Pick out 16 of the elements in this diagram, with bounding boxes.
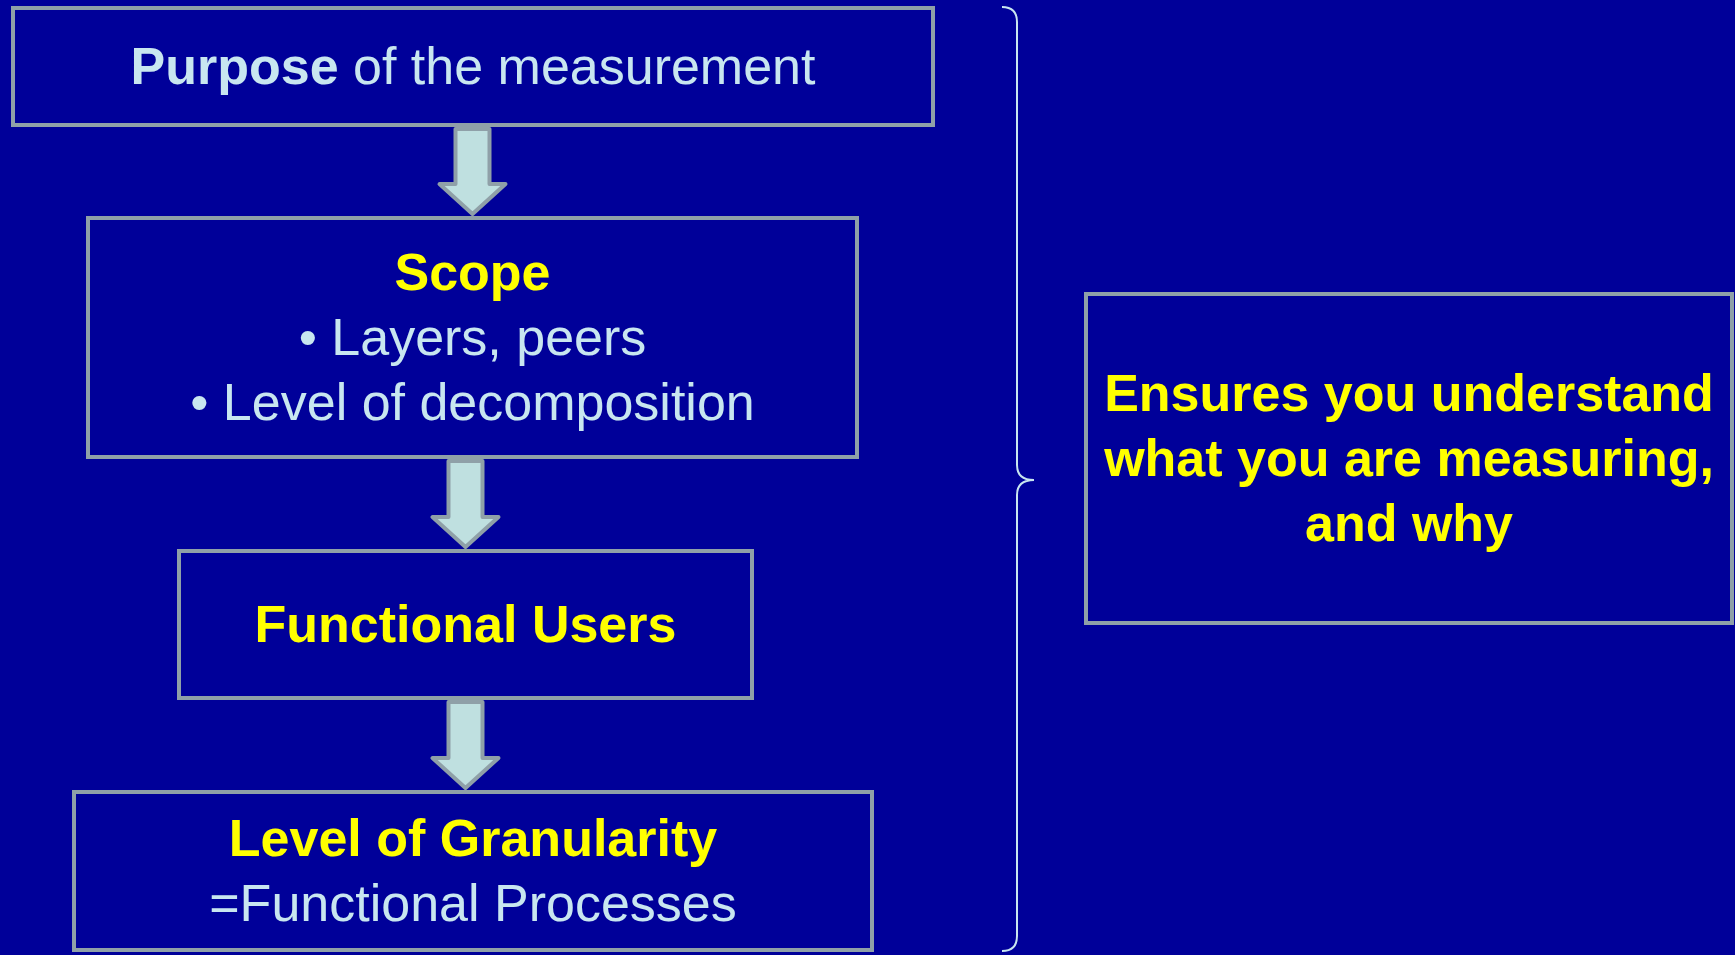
block-arrow xyxy=(430,700,501,790)
bullet-text: =Functional Processes xyxy=(209,873,737,934)
process-box xyxy=(72,790,874,952)
process-box xyxy=(1084,292,1734,625)
block-arrow xyxy=(437,127,508,216)
process-box xyxy=(86,216,859,459)
box-text: Ensures you understand what you are measuring, and why xyxy=(1103,363,1715,554)
box-text: Purpose of the measurement xyxy=(130,36,816,97)
box-text: Level of Granularity xyxy=(228,808,718,869)
box-text: Scope xyxy=(394,242,551,303)
bullet-text: • Level of decomposition xyxy=(190,372,755,433)
bullet-text: • Layers, peers xyxy=(298,307,647,368)
process-box xyxy=(11,6,935,127)
block-arrow xyxy=(430,459,501,549)
box-text: Functional Users xyxy=(254,594,677,655)
process-box xyxy=(177,549,754,700)
